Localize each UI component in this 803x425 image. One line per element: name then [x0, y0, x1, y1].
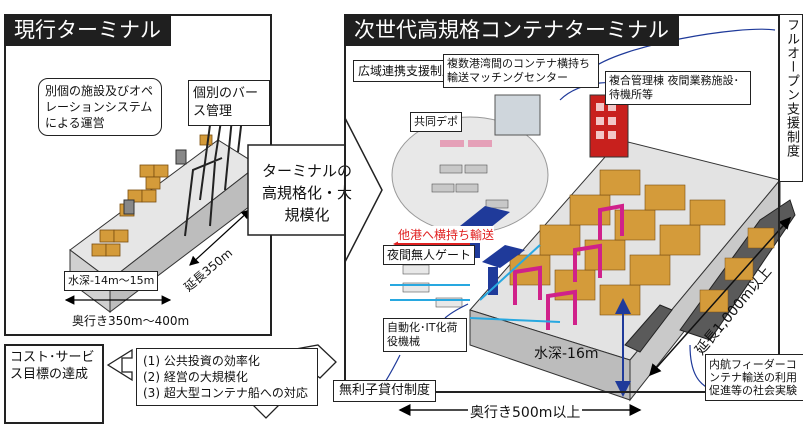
goal-item: (2) 経営の大規模化 — [143, 370, 248, 384]
night-gate-label: 夜間無人ゲート — [383, 245, 476, 265]
complex-building-label: 複合管理棟 夜間業務施設･待機所等 — [605, 71, 751, 105]
cost-arrow — [106, 348, 133, 382]
depot-label: 共同デポ — [410, 112, 462, 132]
next-gen-terminal-illustration — [379, 28, 796, 416]
callout-individual-berth: 個別のバース管理 — [188, 80, 270, 126]
next-gen-title: 次世代高規格コンテナターミナル — [344, 14, 679, 46]
feeder-label: 内航フィーダーコンテナ輸送の利用促進等の社会実験 — [705, 354, 803, 401]
next-depth-label: 水深-16m — [534, 346, 599, 362]
transfer-label: 他港へ横持ち輸送 — [398, 226, 495, 243]
goals-box: (1) 公共投資の効率化 (2) 経営の大規模化 (3) 超大型コンテナ船への対… — [136, 348, 318, 406]
loan-label: 無利子貸付制度 — [333, 380, 437, 402]
upgrade-arrow-text: ターミナルの高規格化・大規模化 — [262, 162, 353, 224]
current-terminal-title: 現行ターミナル — [4, 14, 171, 46]
regional-support-label: 広域連携支援制度 — [353, 60, 460, 82]
goal-item: (1) 公共投資の効率化 — [143, 354, 260, 368]
automation-label: 自動化･IT化荷役機械 — [383, 318, 467, 352]
next-width-label: 奥行き500m以上 — [468, 402, 583, 422]
cost-target-box: コスト･サービス目標の達成 — [4, 344, 104, 424]
full-open-support-label: フルオープン支援制度 — [779, 14, 803, 182]
current-depth-label: 水深-14m～15m — [64, 271, 159, 291]
current-width-label: 奥行き350m～400m — [72, 314, 190, 328]
callout-separate-operations: 別個の施設及びオペレーションシステムによる運営 — [38, 78, 162, 136]
matching-center-label: 複数港湾間のコンテナ横持ち輸送マッチングセンター — [443, 54, 599, 88]
goal-item: (3) 超大型コンテナ船への対応 — [143, 386, 308, 400]
